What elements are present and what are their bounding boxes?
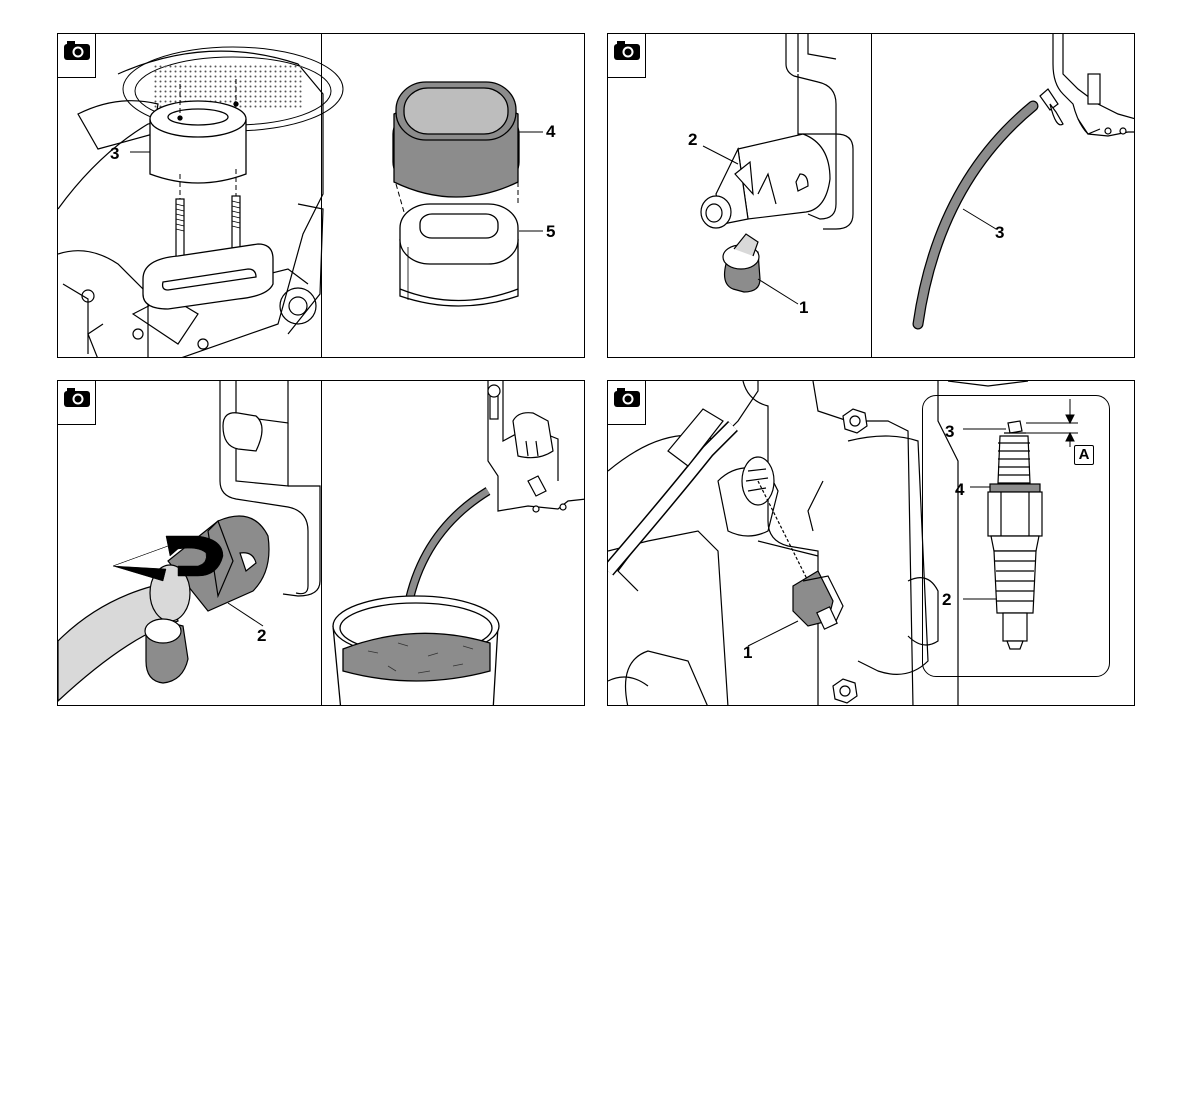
callout-label: 3 <box>945 423 954 440</box>
camera-icon <box>63 39 91 61</box>
figure-air-filter: 3 4 5 <box>57 33 585 358</box>
callout-label: 5 <box>546 223 555 240</box>
camera-icon <box>63 386 91 408</box>
camera-icon <box>613 386 641 408</box>
callout-label: 1 <box>799 299 808 316</box>
callout-label: 3 <box>110 145 119 162</box>
figure-spark-plug: 3 4 2 1 A <box>607 380 1135 706</box>
camera-badge <box>58 381 96 425</box>
panel-divider <box>321 34 322 357</box>
callout-label: 4 <box>955 481 964 498</box>
callout-label: 3 <box>995 224 1004 241</box>
callout-label: 4 <box>546 123 555 140</box>
gap-dimension-label: A <box>1074 445 1094 465</box>
panel-divider <box>871 34 872 357</box>
camera-badge <box>58 34 96 78</box>
panel-divider <box>321 381 322 705</box>
camera-badge <box>608 34 646 78</box>
camera-badge <box>608 381 646 425</box>
camera-icon <box>613 39 641 61</box>
callout-label: 1 <box>743 644 752 661</box>
callout-label: 2 <box>688 131 697 148</box>
callout-label: 2 <box>257 627 266 644</box>
figure-fuel-drain: 2 <box>57 380 585 706</box>
figure-fuel-line: 2 1 3 <box>607 33 1135 358</box>
callout-label: 2 <box>942 591 951 608</box>
